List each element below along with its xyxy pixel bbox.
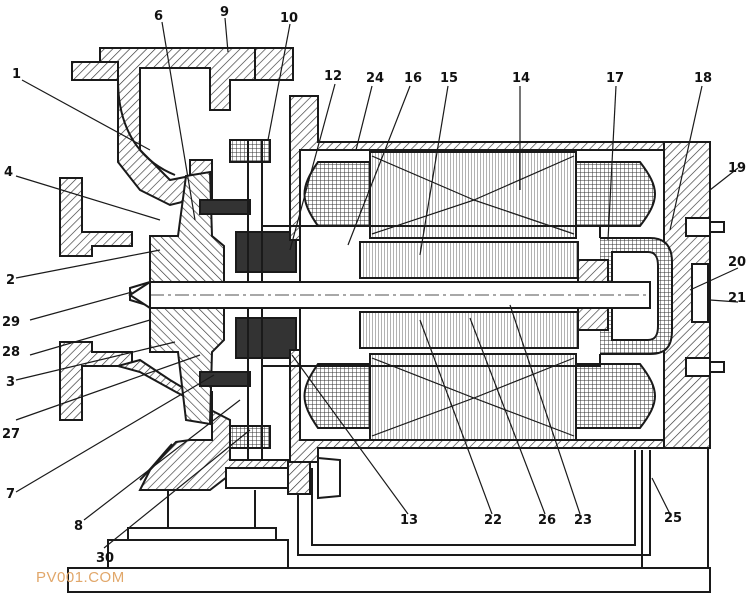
callout-24: 24 (366, 71, 384, 86)
shaft (128, 280, 651, 310)
callout-27: 27 (2, 427, 20, 442)
callout-28: 28 (2, 345, 20, 360)
callout-2: 2 (6, 273, 15, 288)
pump-casing (59, 47, 341, 500)
rear-cover-bolts (685, 217, 725, 377)
watermark-text: PV001.COM (36, 569, 125, 586)
callout-4: 4 (4, 165, 13, 180)
stator-windings (303, 161, 656, 429)
callout-13: 13 (400, 513, 418, 528)
callout-3: 3 (6, 375, 15, 390)
callout-16: 16 (404, 71, 422, 86)
callout-12: 12 (324, 69, 342, 84)
callout-1: 1 (12, 67, 21, 82)
callout-20: 20 (728, 255, 746, 270)
callout-30: 30 (96, 551, 114, 566)
callout-labels: 1 4 2 29 28 3 27 7 8 30 6 9 10 12 24 16 … (2, 5, 746, 566)
leader-lines (15, 17, 739, 549)
callout-10: 10 (280, 11, 298, 26)
callout-17: 17 (606, 71, 624, 86)
callout-7: 7 (6, 487, 15, 502)
callout-29: 29 (2, 315, 20, 330)
callout-15: 15 (440, 71, 458, 86)
base-frame (67, 392, 711, 593)
callout-25: 25 (664, 511, 682, 526)
callout-22: 22 (484, 513, 502, 528)
callout-14: 14 (512, 71, 530, 86)
callout-23: 23 (574, 513, 592, 528)
bearing-assembly (199, 139, 297, 460)
callout-21: 21 (728, 291, 746, 306)
callout-6: 6 (154, 9, 163, 24)
stator-core (369, 151, 577, 441)
callout-9: 9 (220, 5, 229, 20)
callout-8: 8 (74, 519, 83, 534)
callout-26: 26 (538, 513, 556, 528)
callout-19: 19 (728, 161, 746, 176)
callout-18: 18 (694, 71, 712, 86)
